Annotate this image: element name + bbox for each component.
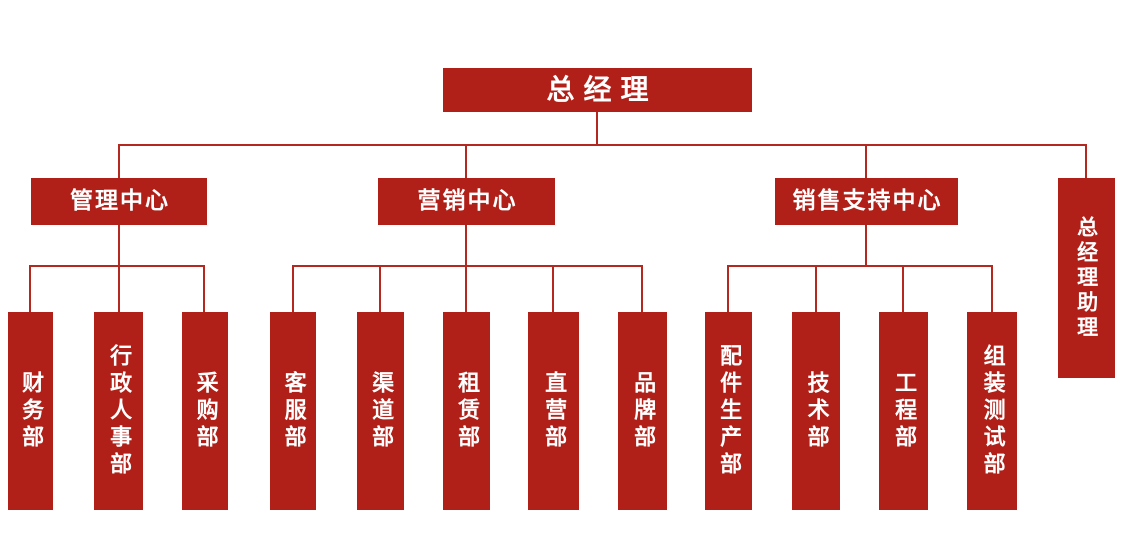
org-node-admin-hr-dept: 行政人事部 — [94, 312, 143, 510]
connector-drop-brand — [641, 265, 643, 312]
connector-drop-engineering — [902, 265, 904, 312]
connector-sales-support-down — [865, 225, 867, 267]
org-node-direct-sales-dept: 直营部 — [528, 312, 579, 510]
connector-drop-direct-sales — [552, 265, 554, 312]
connector-level1-horizontal — [118, 144, 1087, 146]
org-node-general-manager: 总经理 — [443, 68, 752, 112]
org-node-finance-dept: 财务部 — [8, 312, 53, 510]
connector-management-down — [118, 225, 120, 312]
connector-marketing-horizontal — [292, 265, 643, 267]
org-node-channel-dept: 渠道部 — [357, 312, 404, 510]
org-node-customer-service-dept: 客服部 — [270, 312, 316, 510]
org-node-engineering-dept: 工程部 — [879, 312, 928, 510]
org-node-leasing-dept: 租赁部 — [443, 312, 490, 510]
connector-marketing-down — [465, 225, 467, 312]
connector-drop-finance — [29, 265, 31, 312]
org-node-gm-assistant: 总经理助理 — [1058, 178, 1115, 378]
connector-drop-technology — [815, 265, 817, 312]
org-node-marketing-center: 营销中心 — [378, 178, 555, 225]
org-node-assembly-testing-dept: 组装测试部 — [967, 312, 1017, 510]
connector-drop-management-center — [118, 144, 120, 178]
connector-drop-channel — [379, 265, 381, 312]
org-node-brand-dept: 品牌部 — [618, 312, 667, 510]
connector-drop-sales-support-center — [865, 144, 867, 178]
connector-drop-customer-service — [292, 265, 294, 312]
connector-management-horizontal — [29, 265, 205, 267]
connector-drop-parts-production — [727, 265, 729, 312]
org-node-procurement-dept: 采购部 — [182, 312, 228, 510]
org-node-sales-support-center: 销售支持中心 — [775, 178, 958, 225]
connector-sales-support-horizontal — [727, 265, 993, 267]
org-node-technology-dept: 技术部 — [792, 312, 840, 510]
org-node-parts-production-dept: 配件生产部 — [705, 312, 752, 510]
connector-drop-marketing-center — [465, 144, 467, 178]
org-node-management-center: 管理中心 — [31, 178, 207, 225]
connector-root-down — [596, 112, 598, 146]
connector-drop-assembly-testing — [991, 265, 993, 312]
connector-drop-procurement — [203, 265, 205, 312]
connector-drop-gm-assistant — [1085, 144, 1087, 178]
